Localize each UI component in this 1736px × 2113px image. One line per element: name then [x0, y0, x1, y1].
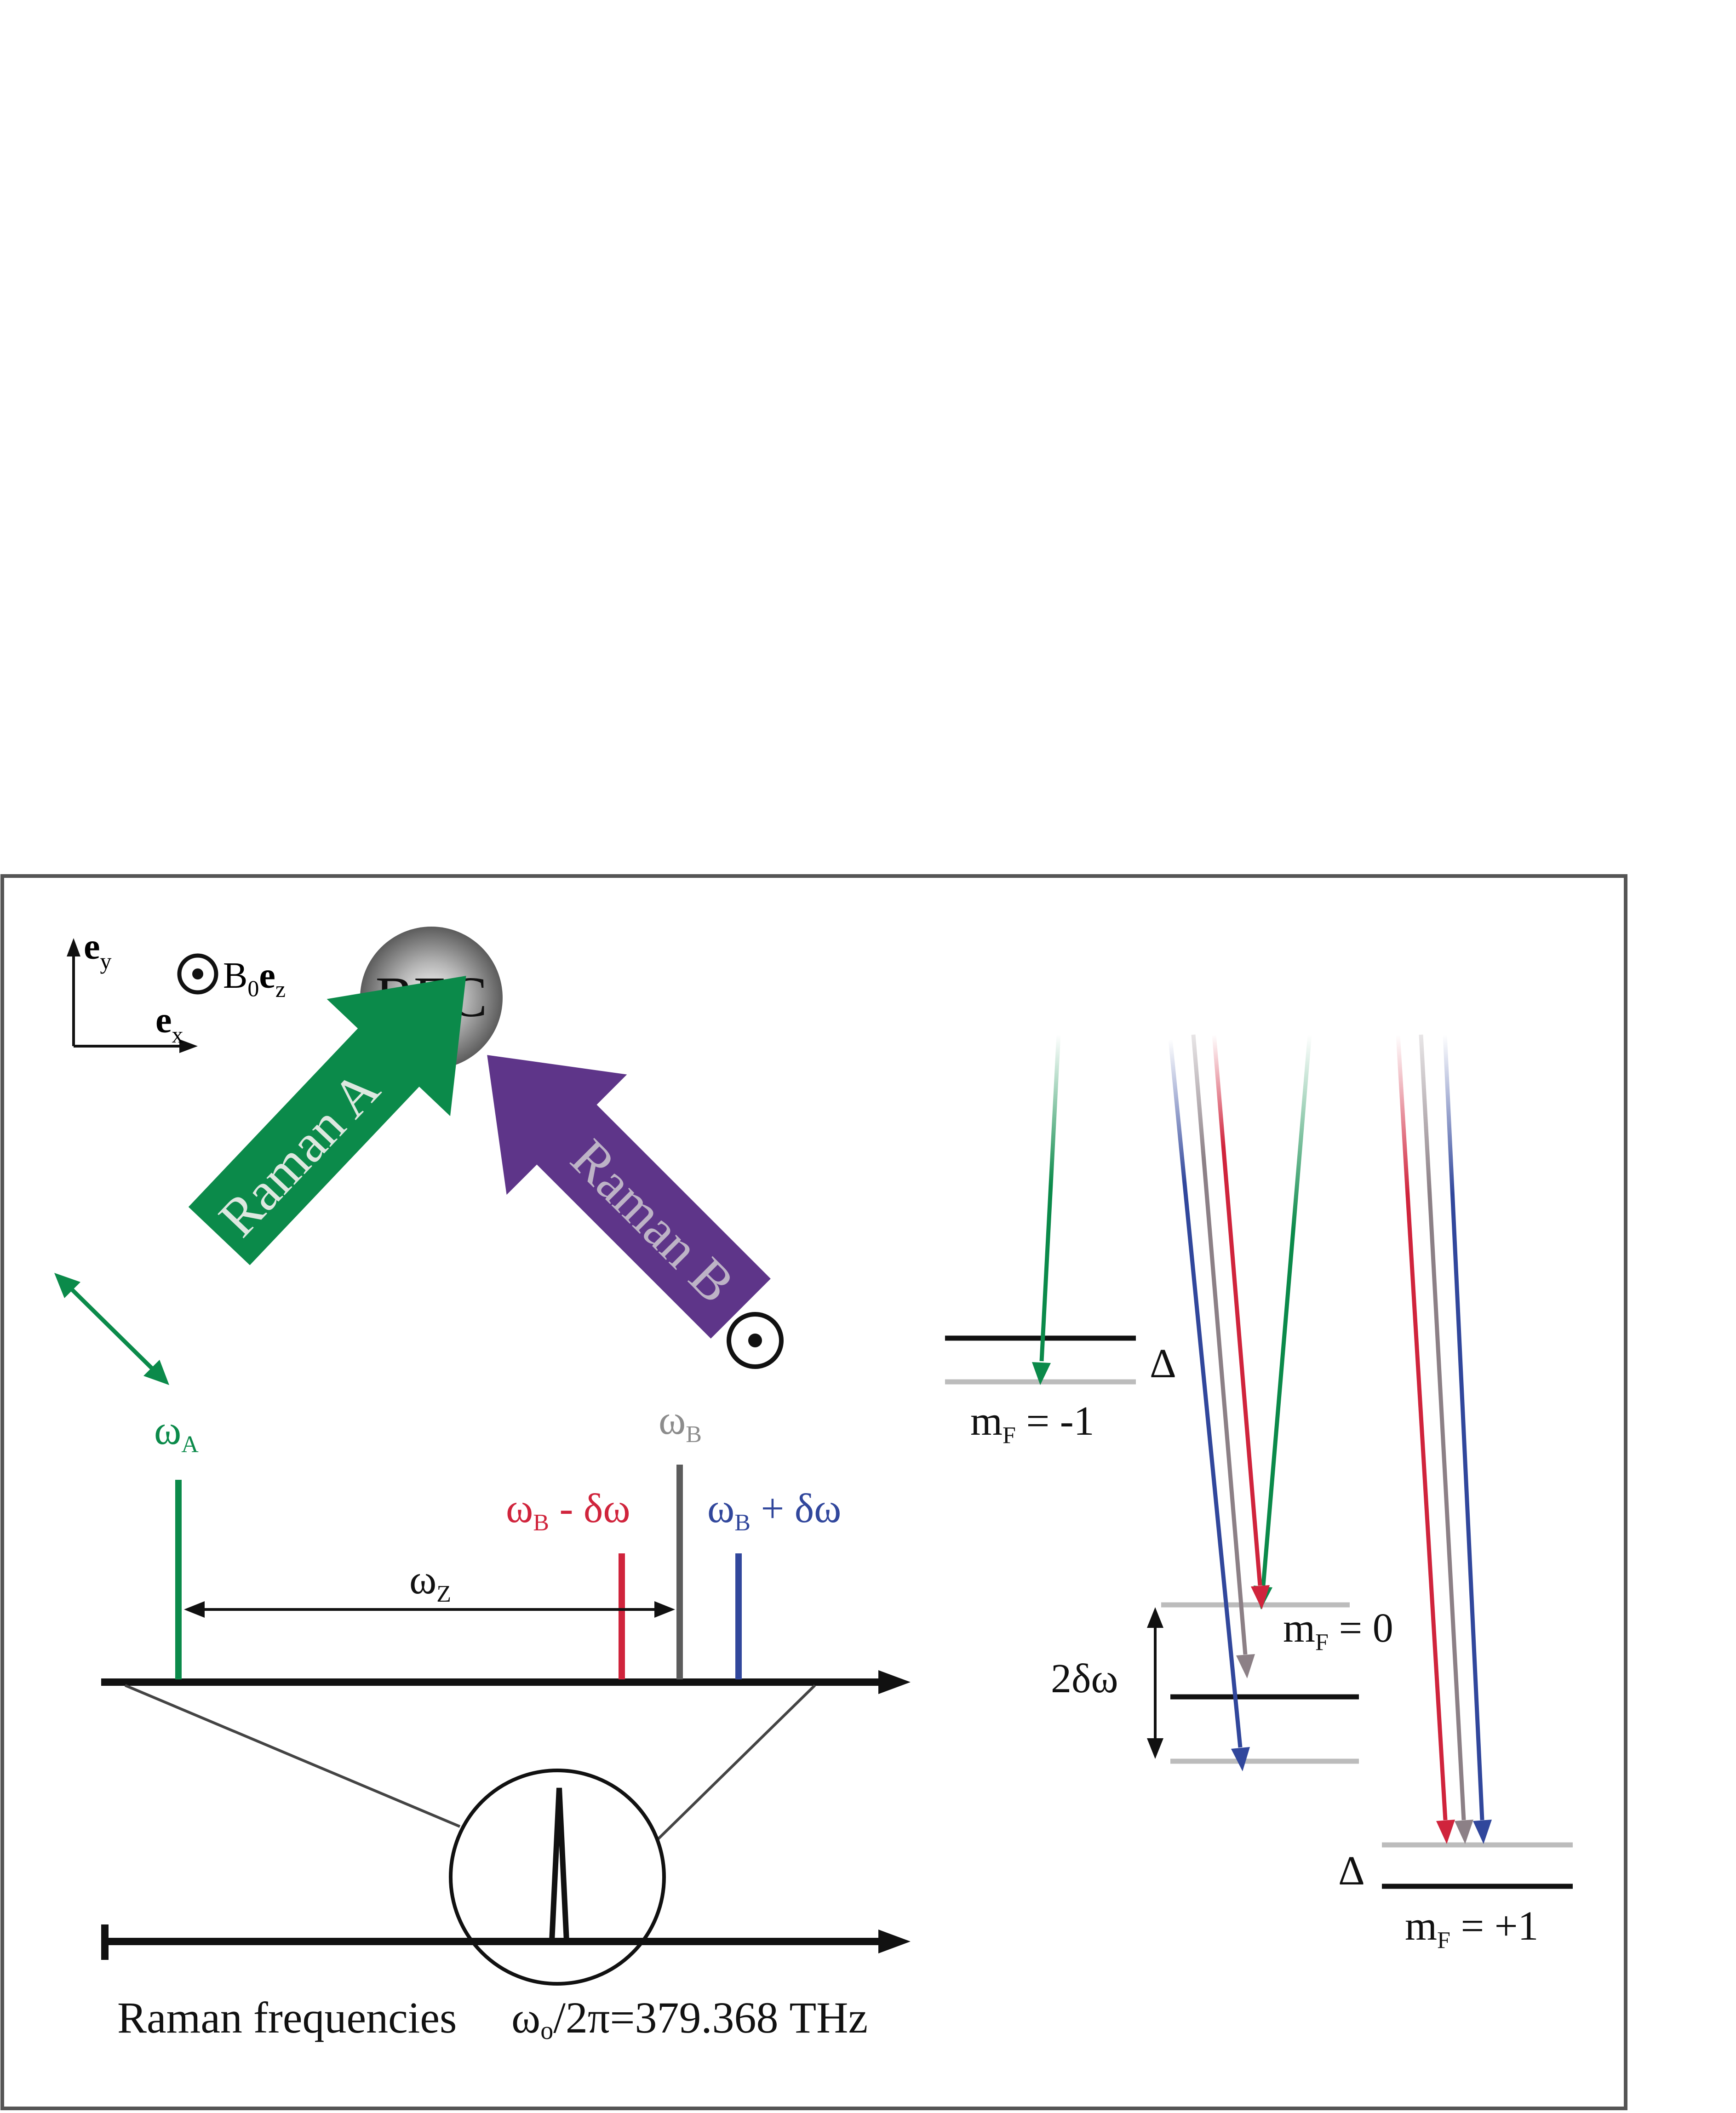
raman-frequency-axis-arrowhead-icon: [878, 1930, 911, 1953]
b-field-label: B0ez: [223, 956, 286, 1002]
red-arrowhead-2-icon: [1436, 1820, 1455, 1844]
omega-a-label: ωA: [154, 1408, 199, 1458]
omega-z-right-arrowhead-icon: [654, 1601, 675, 1618]
green-transition-to-mf-0: [1261, 1034, 1312, 1586]
blue-transition-to-mf-plus1: [1443, 1034, 1484, 1821]
raman-a-label: Raman A: [207, 1059, 391, 1248]
gray-arrowhead-icon: [1236, 1654, 1255, 1678]
blue-transition-to-mf-0: [1168, 1039, 1243, 1748]
two-delta-omega-down-arrowhead-icon: [1147, 1738, 1163, 1759]
raman-b-polarization-dot-icon: [748, 1334, 762, 1347]
raman-a-polarization-arrow: [54, 1273, 169, 1385]
gray-transition-to-mf-plus1: [1419, 1034, 1466, 1821]
red-transition-to-mf-plus1: [1396, 1034, 1448, 1821]
delta-label-1: Δ: [1150, 1341, 1176, 1386]
green-arrowhead-icon: [1032, 1362, 1051, 1385]
blue-arrowhead-icon: [1231, 1747, 1250, 1771]
gray-arrowhead-2-icon: [1455, 1820, 1473, 1844]
level-mf-minus1-label: mF = -1: [970, 1398, 1094, 1449]
omega-b-label: ωB: [659, 1397, 702, 1448]
raman-b-polarization-icon: [727, 1312, 784, 1369]
center-frequency-label: ωo/2π=379.368 THz: [511, 1993, 868, 2045]
transition-arrows: [1039, 1034, 1484, 1821]
frequency-axis-arrowhead-icon: [878, 1670, 911, 1694]
level-mf-0-label: mF = 0: [1283, 1605, 1393, 1655]
figure-frame: [0, 874, 1627, 2110]
green-transition-to-mf-minus1: [1039, 1034, 1061, 1362]
two-delta-omega-up-arrowhead-icon: [1147, 1607, 1163, 1628]
gray-transition-to-mf-0: [1191, 1034, 1248, 1655]
b-field-out-of-page-icon: [177, 953, 218, 995]
ey-label: ey: [84, 927, 112, 974]
ex-arrowhead-icon: [179, 1039, 198, 1053]
raman-frequencies-label: Raman frequencies: [117, 1993, 457, 2042]
level-mf-plus1-label: mF = +1: [1405, 1903, 1538, 1953]
transition-arrowheads: [1032, 1362, 1492, 1844]
raman-b-label: Raman B: [560, 1128, 746, 1314]
red-transition-to-mf-0: [1212, 1034, 1262, 1586]
ey-arrowhead-icon: [67, 938, 80, 956]
omega-b-minus-label: ωB - δω: [506, 1486, 630, 1536]
blue-arrowhead-2-icon: [1473, 1820, 1492, 1844]
coordinate-axes: [72, 947, 186, 1048]
zoom-line-left: [124, 1684, 461, 1828]
omega-z-left-arrowhead-icon: [184, 1601, 205, 1618]
omega-z-label: ωZ: [409, 1557, 451, 1607]
ex-label: ex: [155, 1000, 183, 1048]
omega-b-plus-label: ωB + δω: [707, 1486, 841, 1536]
raman-b-beam: Raman B: [487, 1055, 771, 1339]
delta-label-2: Δ: [1338, 1848, 1365, 1894]
two-delta-omega-label: 2δω: [1051, 1656, 1118, 1701]
zoom-line-right: [651, 1684, 816, 1846]
red-arrowhead-icon: [1251, 1585, 1270, 1609]
b-field-dot-icon: [192, 968, 203, 979]
